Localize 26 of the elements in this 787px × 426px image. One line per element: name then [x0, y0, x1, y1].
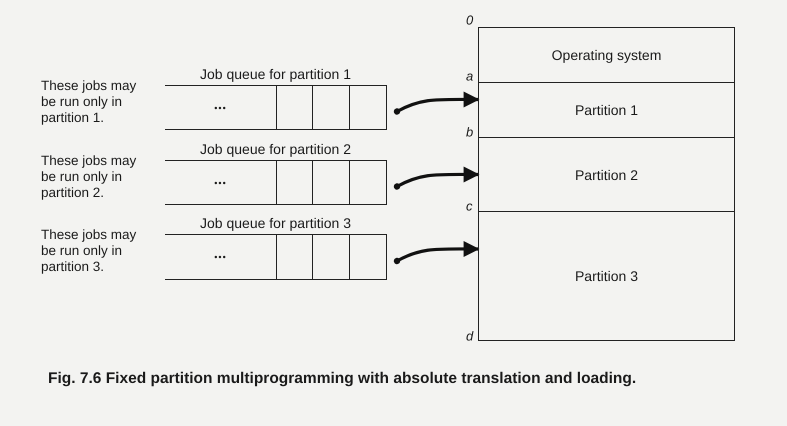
curved-arrow	[394, 91, 480, 115]
memory-partition	[478, 27, 735, 83]
queue-heading: Job queue for partition 1	[199, 66, 352, 82]
partition-label: Operating system	[552, 47, 662, 63]
ellipsis: •••	[213, 252, 228, 262]
ellipsis: •••	[213, 178, 228, 188]
partition-label: Partition 3	[574, 268, 638, 284]
figure-caption: Fig. 7.6 Fixed partition multiprogramming with absolute translation and loading.	[48, 370, 636, 388]
queue-note: These jobs may be run only in partition 3.	[41, 227, 138, 275]
curved-arrow	[394, 166, 480, 190]
address-label: a	[466, 68, 474, 84]
partition-label: Partition 1	[574, 102, 638, 118]
queue-note: These jobs may be run only in partition 2.	[41, 153, 138, 201]
partition-label: Partition 2	[574, 166, 638, 182]
queue-heading: Job queue for partition 2	[199, 141, 352, 157]
curved-arrow	[394, 240, 480, 264]
memory-partition	[478, 211, 735, 341]
address-label: d	[466, 328, 474, 344]
address-label: 0	[466, 12, 474, 28]
memory-partition	[478, 82, 735, 138]
ellipsis: •••	[213, 102, 228, 112]
address-label: b	[466, 124, 474, 140]
address-label: c	[466, 198, 472, 214]
memory-partition	[478, 137, 735, 212]
queue-heading: Job queue for partition 3	[199, 215, 352, 231]
queue-note: These jobs may be run only in partition 1.	[41, 78, 138, 126]
